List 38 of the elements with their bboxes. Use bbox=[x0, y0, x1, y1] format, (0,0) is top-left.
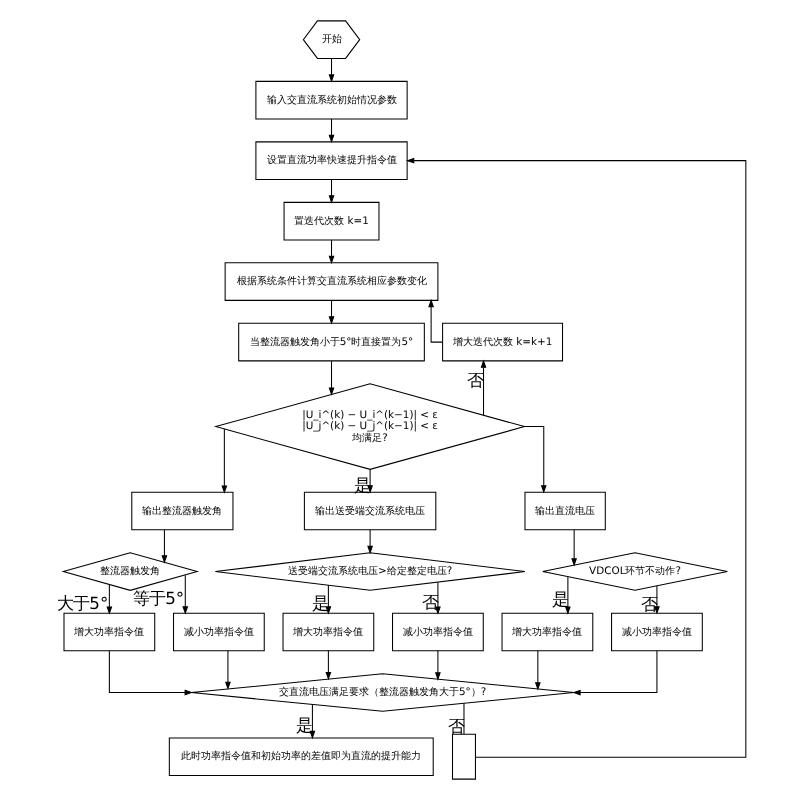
arrow bbox=[570, 529, 577, 567]
arrow bbox=[327, 360, 334, 396]
arrow bbox=[571, 650, 657, 696]
edge-label: 等于5° bbox=[132, 588, 184, 609]
arrow bbox=[107, 650, 192, 696]
arrow bbox=[324, 584, 331, 615]
arrow bbox=[224, 650, 230, 691]
connector bbox=[462, 702, 464, 735]
arrow bbox=[181, 574, 188, 615]
arrow bbox=[220, 428, 227, 494]
arrow bbox=[366, 469, 373, 494]
edge-label: 是 bbox=[295, 715, 312, 736]
arrow bbox=[433, 581, 440, 615]
arrow bbox=[327, 118, 334, 144]
arrow bbox=[563, 576, 570, 615]
arrow bbox=[327, 239, 334, 265]
arrow bbox=[105, 584, 112, 615]
edge-label: 否 bbox=[420, 592, 437, 613]
arrow bbox=[533, 650, 540, 691]
edge-label: 大于5° bbox=[56, 593, 108, 614]
arrow bbox=[427, 298, 442, 343]
edge-label: 否 bbox=[446, 716, 463, 737]
arrow bbox=[479, 359, 486, 416]
arrow bbox=[160, 529, 167, 564]
edge-label: 是 bbox=[311, 593, 328, 614]
arrow bbox=[653, 585, 659, 615]
arrow bbox=[324, 650, 331, 681]
edge-label: 否 bbox=[639, 593, 656, 614]
arrow bbox=[366, 529, 373, 555]
arrow bbox=[404, 157, 746, 758]
edge-label: 是 bbox=[550, 589, 567, 610]
node-box bbox=[451, 733, 475, 780]
arrow bbox=[433, 650, 440, 681]
edge-label: 是 bbox=[352, 475, 369, 496]
arrow bbox=[523, 426, 546, 494]
arrow bbox=[327, 178, 334, 204]
arrow bbox=[327, 299, 334, 325]
arrow bbox=[327, 57, 334, 83]
